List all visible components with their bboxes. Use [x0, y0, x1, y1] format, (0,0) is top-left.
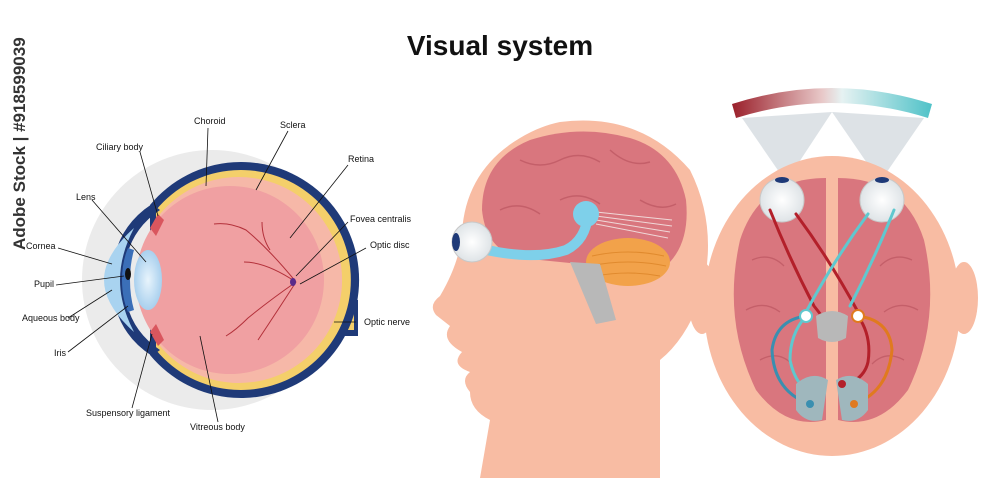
left-hemisphere: [733, 178, 826, 422]
lgn-right: [851, 309, 865, 323]
left-iris-top: [775, 177, 789, 183]
view-cone-left: [742, 112, 832, 182]
occipital-left: [796, 375, 828, 421]
brainstem-shape: [570, 262, 616, 324]
ciliary-body-top: [150, 214, 164, 236]
pathway-left-radiation: [770, 314, 812, 406]
optic-chiasm: [816, 311, 848, 342]
label-optic-disc: Optic disc: [370, 240, 410, 250]
brain-folds: [499, 149, 677, 215]
view-cone-right: [832, 112, 924, 182]
cortex-dot-right: [838, 380, 846, 388]
label-optic-nerve: Optic nerve: [364, 317, 410, 327]
label-ciliary-body: Ciliary body: [96, 142, 144, 152]
right-hemisphere: [838, 178, 931, 422]
label-vitreous-body: Vitreous body: [190, 422, 245, 432]
pupil-shape: [125, 268, 131, 280]
visual-cortex-node: [573, 201, 599, 227]
pathway-right-temporal: [848, 208, 896, 308]
eyeball-iris: [452, 233, 460, 251]
label-pupil: Pupil: [34, 279, 54, 289]
retinal-vessels: [213, 221, 297, 341]
label-suspensory-ligament: Suspensory ligament: [86, 408, 171, 418]
right-iris-top: [875, 177, 889, 183]
visual-pathways: [768, 208, 896, 406]
pathway-right-radiation: [852, 314, 894, 406]
label-retina: Retina: [348, 154, 374, 164]
eye-cross-section: Choroid Sclera Ciliary body Retina Lens …: [22, 116, 412, 432]
cortex-dot-right-2: [850, 400, 858, 408]
leader-lines: [55, 127, 367, 423]
label-iris: Iris: [54, 348, 66, 358]
label-aqueous-body: Aqueous body: [22, 313, 80, 323]
cornea-shape: [104, 228, 134, 332]
optic-pathway: [465, 209, 593, 261]
optic-disc-shape: [290, 278, 296, 286]
lens-shape: [134, 250, 162, 310]
label-cornea: Cornea: [26, 241, 56, 251]
page-title: Visual system: [406, 30, 594, 61]
optic-radiation: [595, 211, 673, 239]
label-lens: Lens: [76, 192, 96, 202]
label-sclera: Sclera: [280, 120, 306, 130]
label-fovea-centralis: Fovea centralis: [350, 214, 412, 224]
head-profile: [432, 120, 708, 478]
top-view: [688, 88, 978, 456]
pathway-right-nasal: [804, 212, 870, 314]
visual-field-arc: [732, 88, 932, 118]
cortex-dot-left: [806, 400, 814, 408]
label-choroid: Choroid: [194, 116, 226, 126]
vitreous-body: [136, 186, 324, 374]
lgn-left: [799, 309, 813, 323]
ciliary-body-bottom: [150, 324, 164, 346]
hemisphere-folds: [745, 256, 919, 365]
